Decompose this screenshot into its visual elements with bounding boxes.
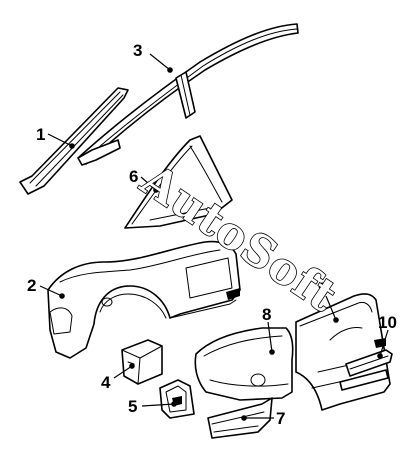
windshield-pillar-trim — [19, 87, 129, 195]
callout-1: 1 — [36, 125, 45, 144]
lower-extension-panel — [207, 397, 273, 439]
callout-6: 6 — [129, 167, 138, 186]
inner-bracket — [121, 339, 163, 385]
rear-quarter-panel-left — [47, 240, 241, 359]
leader-lines — [39, 53, 389, 421]
callout-3: 3 — [133, 41, 142, 60]
callout-8: 8 — [262, 305, 271, 324]
callout-labels: 1 2 3 4 5 6 7 8 9 10 — [27, 41, 397, 428]
callout-9: 9 — [318, 279, 327, 298]
callout-5: 5 — [128, 397, 137, 416]
small-bracket — [159, 379, 195, 419]
callout-7: 7 — [276, 409, 285, 428]
rear-corner-panel — [194, 327, 294, 401]
quarter-window-glass — [124, 135, 233, 229]
callout-4: 4 — [101, 373, 111, 392]
callout-10: 10 — [378, 313, 397, 332]
callout-2: 2 — [27, 276, 36, 295]
